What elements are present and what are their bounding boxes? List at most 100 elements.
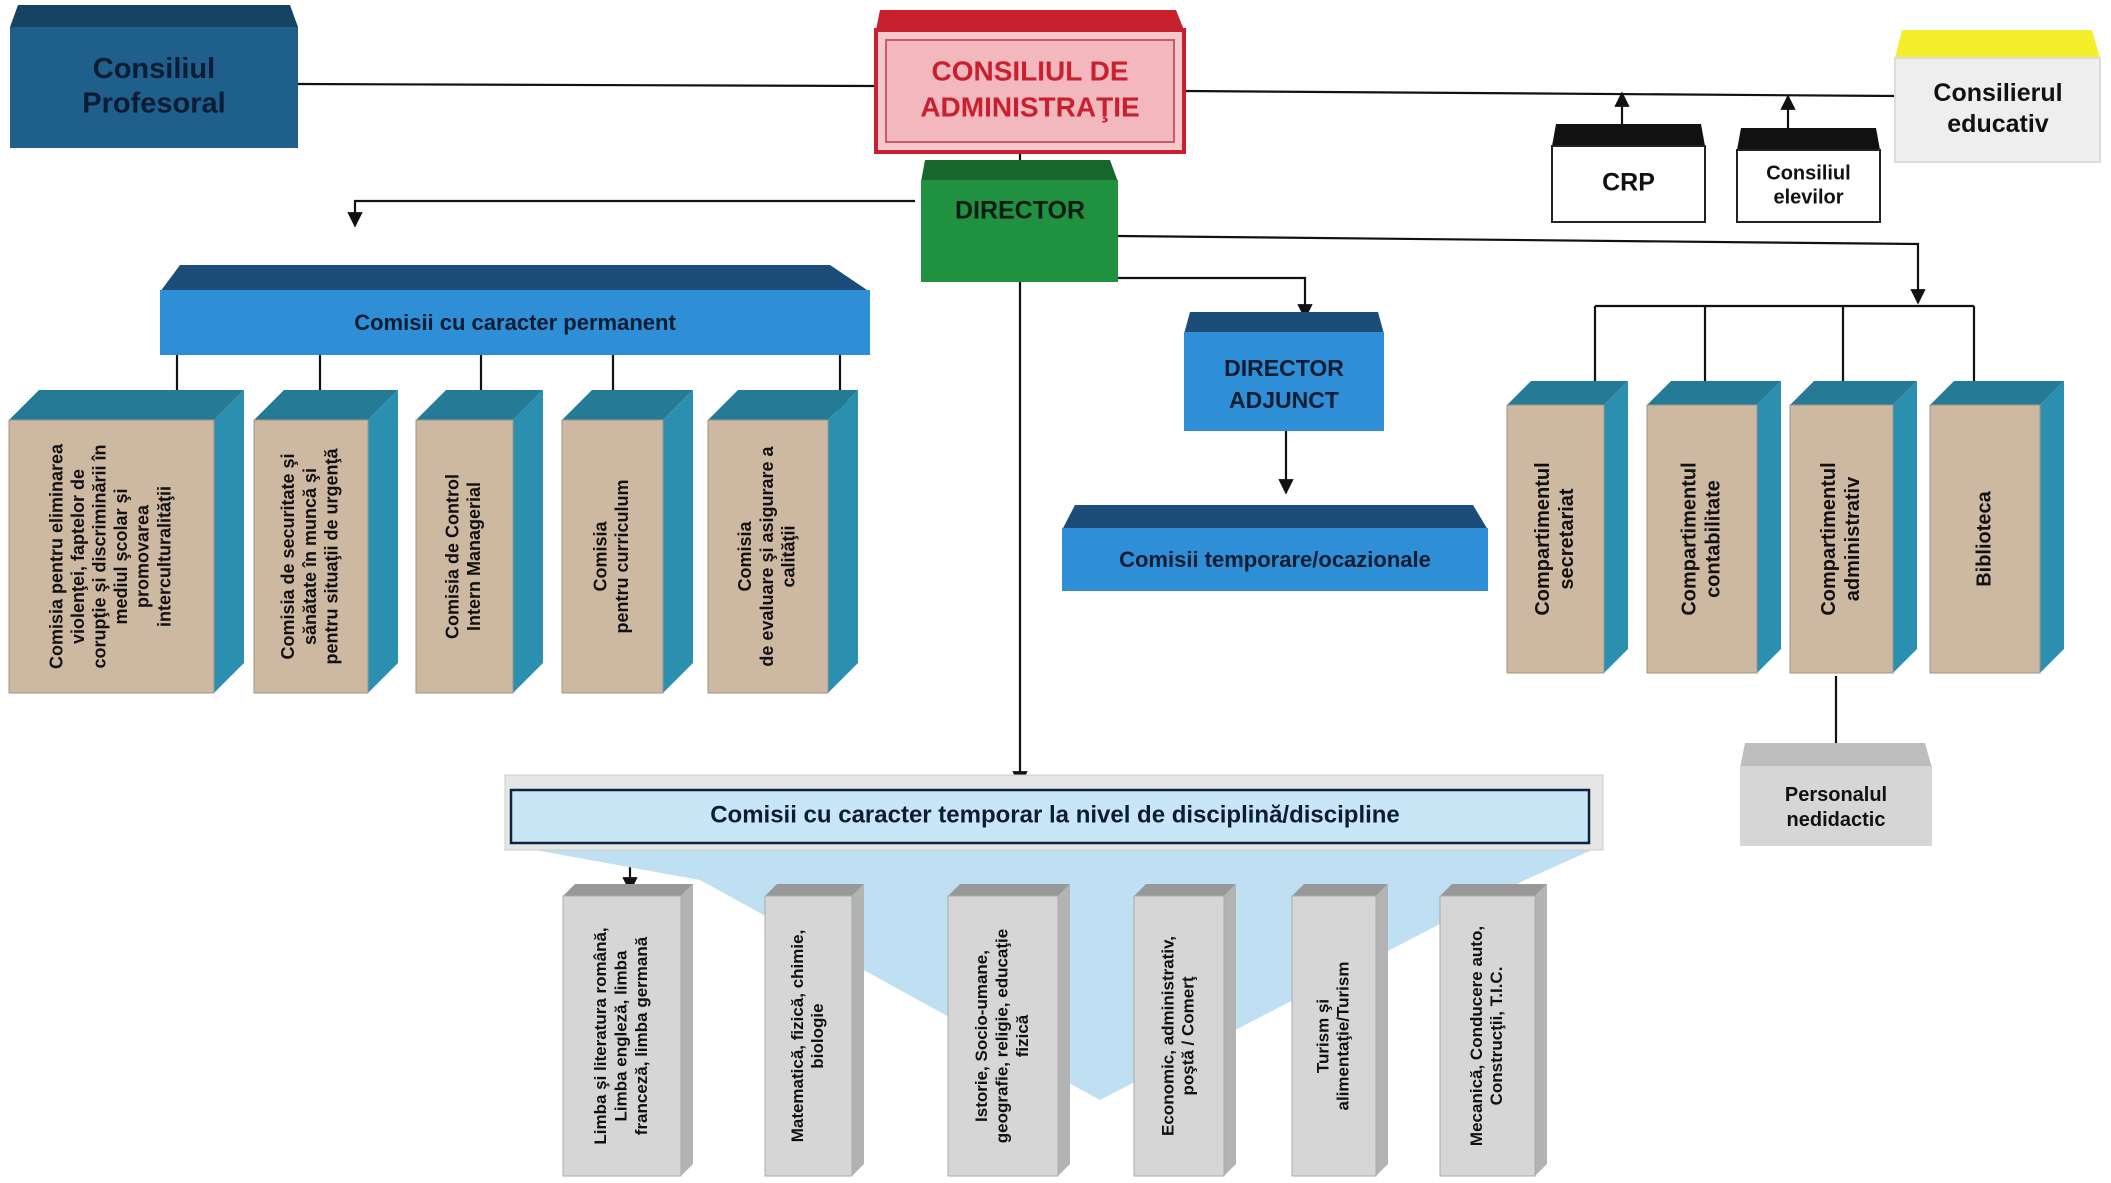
permanent-commission-4[interactable]: Comisiapentru curriculum xyxy=(561,390,693,694)
consiliul-elevilor-box-face xyxy=(1736,149,1881,223)
director-adjunct-face xyxy=(1184,332,1384,431)
compartment-1-top-face xyxy=(1507,381,1628,405)
discipline-commission-1-front-face xyxy=(562,895,682,1177)
crp-box-top-face xyxy=(1552,124,1705,146)
director-top-face xyxy=(921,160,1118,182)
permanent-commission-5-label: Comisiade evaluare şi asigurare acalităţ… xyxy=(735,445,798,666)
discipline-commission-6-front-face xyxy=(1439,895,1536,1177)
personal-nedidactic-top-face xyxy=(1740,743,1932,768)
discipline-commission-5-side-face xyxy=(1376,884,1388,1176)
compartment-3-top-face xyxy=(1790,381,1917,405)
crp-box-face xyxy=(1551,145,1706,223)
director-box-label: DIRECTOR xyxy=(955,197,1085,225)
permanent-commission-4-label: Comisiapentru curriculum xyxy=(590,479,632,633)
consilierul-educativ-top-face xyxy=(1895,30,2100,58)
permanent-commission-5-top-face xyxy=(708,390,858,420)
connector-profesoral-admin xyxy=(297,82,876,88)
permanent-commission-3[interactable]: Comisia de ControlIntern Managerial xyxy=(415,390,543,694)
compartment-4-side-face xyxy=(2040,381,2064,673)
discipline-commission-2-front-face xyxy=(764,895,853,1177)
crp-box[interactable]: CRP xyxy=(1551,124,1706,223)
consiliul-profesoral-box-face xyxy=(10,27,298,148)
discipline-commission-4-side-face xyxy=(1224,884,1236,1176)
discipline-commission-2-label: Matematică, fizică, chimie,biologie xyxy=(788,930,827,1143)
comisii-disciplina-bar[interactable]: Comisii cu caracter temporar la nivel de… xyxy=(509,788,1591,845)
connector-admin-educativ xyxy=(1184,89,1896,98)
discipline-commission-3-front-face xyxy=(947,895,1059,1177)
director-box[interactable]: DIRECTOR xyxy=(921,160,1118,282)
discipline-commission-1-label: Limba şi literatura română,Limba engleză… xyxy=(591,927,651,1144)
comisii-temporare-face xyxy=(1062,528,1488,591)
compartment-4-front-face xyxy=(1929,404,2041,674)
discipline-commission-1-top-face xyxy=(563,884,693,896)
discipline-commission-2[interactable]: Matematică, fizică, chimie,biologie xyxy=(764,884,864,1177)
discipline-commission-3-label: Istorie, Socio-umane,geografie, religie,… xyxy=(972,929,1032,1143)
comisii-temporare-bar-label: Comisii temporare/ocazionale xyxy=(1119,547,1431,572)
connector-director-adjunct xyxy=(1118,276,1313,320)
consilierul-educativ-face xyxy=(1894,57,2101,163)
personal-nedidactic-face xyxy=(1740,766,1932,846)
discipline-commission-6[interactable]: Mecanică, Conducere auto,Construcţii, T.… xyxy=(1439,884,1547,1177)
comisii-permanent-bar[interactable]: Comisii cu caracter permanent xyxy=(160,265,870,355)
comisii-permanent-face xyxy=(160,290,870,355)
compartment-1-front-face xyxy=(1506,404,1605,674)
comisii-temporare-top-face xyxy=(1062,505,1488,530)
discipline-commission-2-side-face xyxy=(852,884,864,1176)
discipline-commission-6-side-face xyxy=(1535,884,1547,1176)
permanent-commission-2[interactable]: Comisia de securitate şisănătate în munc… xyxy=(253,390,398,694)
permanent-commission-2-front-face xyxy=(253,419,369,694)
compartment-4[interactable]: Biblioteca xyxy=(1929,381,2064,674)
discipline-commission-3[interactable]: Istorie, Socio-umane,geografie, religie,… xyxy=(947,884,1070,1177)
permanent-commission-5[interactable]: Comisiade evaluare şi asigurare acalităţ… xyxy=(707,390,858,694)
permanent-commission-5-side-face xyxy=(828,390,858,693)
permanent-commission-1[interactable]: Comisia pentru eliminareaviolenţei, fapt… xyxy=(8,390,244,694)
permanent-commission-1-label: Comisia pentru eliminareaviolenţei, fapt… xyxy=(46,443,174,669)
connector-director-right xyxy=(1117,234,1926,305)
compartment-3-front-face xyxy=(1789,404,1894,674)
permanent-commission-3-top-face xyxy=(416,390,543,420)
compartment-4-label: Biblioteca xyxy=(1973,490,1995,586)
discipline-commission-5-label: Turism şialimentaţie/Turism xyxy=(1313,962,1352,1111)
discipline-commission-6-top-face xyxy=(1440,884,1547,896)
permanent-commission-1-side-face xyxy=(214,390,244,693)
permanent-commission-3-front-face xyxy=(415,419,514,694)
discipline-commission-4-top-face xyxy=(1134,884,1236,896)
discipline-commission-4-label: Economic, administrativ,poştă / Comerţ xyxy=(1158,936,1197,1136)
permanent-commission-3-label: Comisia de ControlIntern Managerial xyxy=(442,474,484,639)
consiliul-elevilor-box-top-face xyxy=(1737,128,1880,150)
comisii-temporare-bar[interactable]: Comisii temporare/ocazionale xyxy=(1062,505,1488,591)
discipline-commission-5[interactable]: Turism şialimentaţie/Turism xyxy=(1291,884,1388,1177)
discipline-commission-4-front-face xyxy=(1133,895,1225,1177)
permanent-commission-2-side-face xyxy=(368,390,398,693)
director-adjunct-top-face xyxy=(1184,312,1384,334)
discipline-commission-2-top-face xyxy=(765,884,864,896)
discipline-commission-1[interactable]: Limba şi literatura română,Limba engleză… xyxy=(562,884,693,1177)
permanent-commission-4-front-face xyxy=(561,419,664,694)
compartment-2-side-face xyxy=(1757,381,1781,673)
crp-box-label: CRP xyxy=(1602,169,1655,197)
discipline-commission-4[interactable]: Economic, administrativ,poştă / Comerţ xyxy=(1133,884,1236,1177)
discipline-commission-6-label: Mecanică, Conducere auto,Construcţii, T.… xyxy=(1467,926,1506,1146)
consiliul-profesoral-box-top-face xyxy=(10,5,298,27)
permanent-commission-1-front-face xyxy=(8,419,215,694)
permanent-commission-4-top-face xyxy=(562,390,693,420)
comisii-disciplina-bar-label: Comisii cu caracter temporar la nivel de… xyxy=(710,801,1400,828)
